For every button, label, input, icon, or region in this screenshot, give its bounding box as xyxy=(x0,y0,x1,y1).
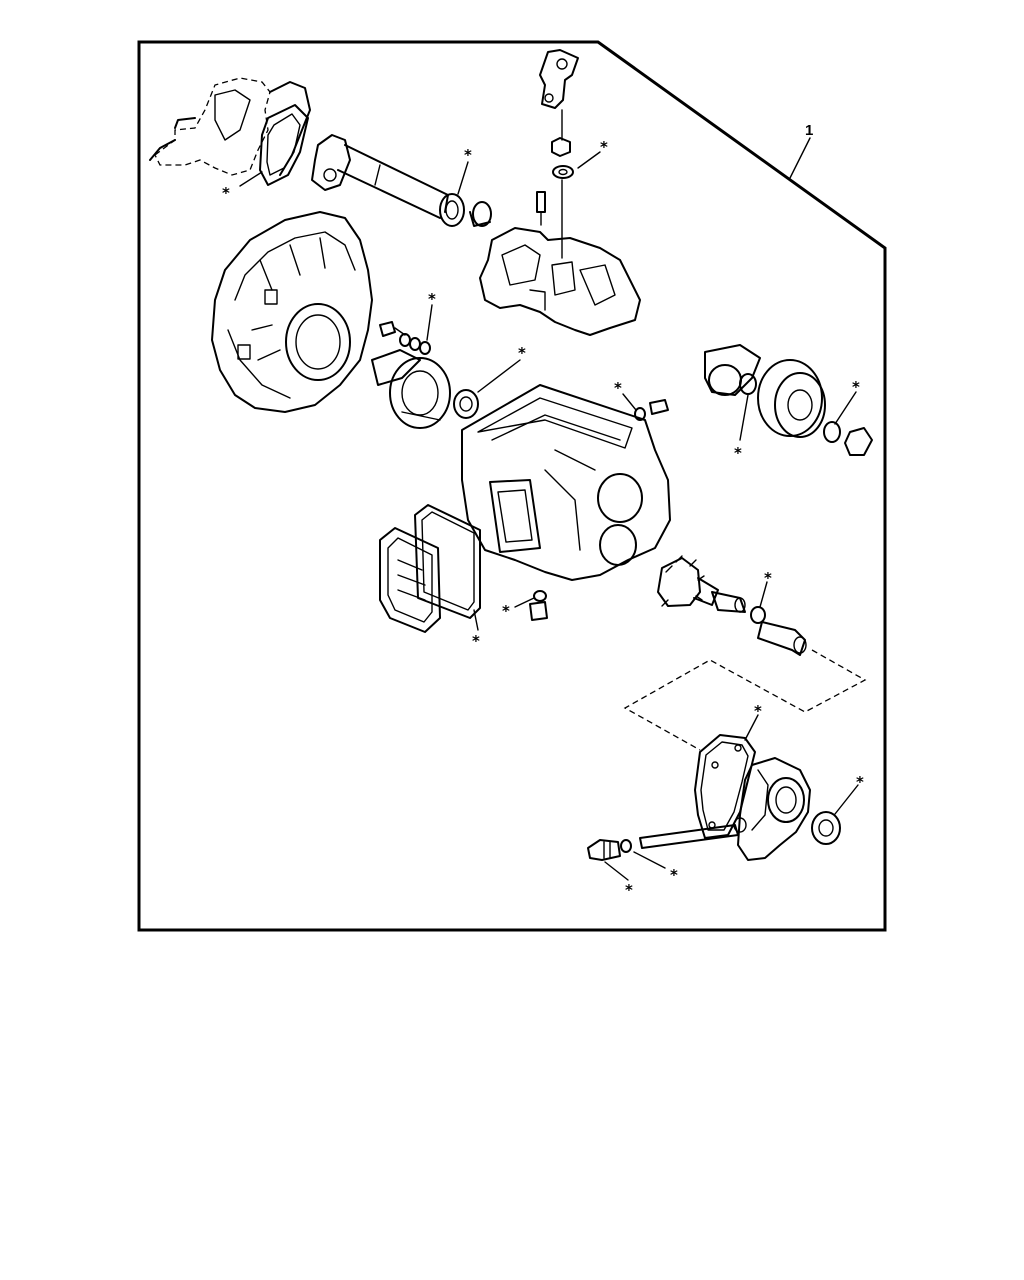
drain-plug xyxy=(529,601,548,621)
rear-oil-seal xyxy=(811,811,841,845)
note-marker: * xyxy=(464,146,472,164)
restrict-pin-plug xyxy=(587,839,621,861)
note-marker: * xyxy=(502,602,510,620)
assembly-leader xyxy=(623,649,867,751)
side-cover-gasket xyxy=(414,504,481,619)
breather-gasket xyxy=(634,407,646,421)
diagram-frame xyxy=(137,40,887,932)
note-marker: * xyxy=(852,378,860,396)
shaft-bushing xyxy=(469,201,492,227)
bearing-retainer xyxy=(371,349,451,429)
bearing-snap-ring xyxy=(823,421,841,443)
retainer-bolt xyxy=(379,321,406,337)
shaft-oil-seal xyxy=(439,193,465,227)
restrict-pin xyxy=(639,817,747,849)
note-marker: * xyxy=(472,632,480,650)
breather-plug xyxy=(649,399,669,415)
note-marker: * xyxy=(754,702,762,720)
shift-tower-gasket xyxy=(259,104,309,186)
speedometer-o-ring xyxy=(750,606,766,624)
front-oil-seal xyxy=(453,389,479,419)
lever-nut xyxy=(551,137,571,157)
note-marker: * xyxy=(614,379,622,397)
bearing-lock-nut xyxy=(844,427,873,456)
note-marker: * xyxy=(625,881,633,899)
retainer-washers xyxy=(399,333,431,355)
item-1-label: 1 xyxy=(805,122,813,139)
shift-lever-bracket xyxy=(539,49,579,109)
bearing-o-ring xyxy=(739,373,757,395)
speedometer-gear xyxy=(657,555,719,607)
note-marker: * xyxy=(856,773,864,791)
note-marker: * xyxy=(600,138,608,156)
plug-o-ring xyxy=(620,839,632,853)
side-cover xyxy=(379,527,441,633)
item-1-leader xyxy=(789,137,811,179)
housing-stud xyxy=(536,191,546,226)
lever-washer xyxy=(552,165,574,179)
shift-housing xyxy=(479,227,641,336)
rear-bearing xyxy=(757,359,826,438)
transmission-case xyxy=(461,384,671,581)
note-marker: * xyxy=(222,184,230,202)
speedometer-sleeve xyxy=(711,591,746,613)
note-marker: * xyxy=(764,569,772,587)
note-marker: * xyxy=(670,866,678,884)
note-marker: * xyxy=(428,290,436,308)
bell-housing xyxy=(211,211,373,413)
extension-housing xyxy=(737,757,811,861)
shift-shaft xyxy=(311,134,449,219)
drain-plug-gasket xyxy=(533,590,547,602)
shift-tower-housing xyxy=(149,77,311,176)
bearing-retainer-plate xyxy=(704,344,761,396)
speedometer-driven-shaft xyxy=(757,621,807,656)
note-marker: * xyxy=(518,344,526,362)
note-marker: * xyxy=(734,444,742,462)
